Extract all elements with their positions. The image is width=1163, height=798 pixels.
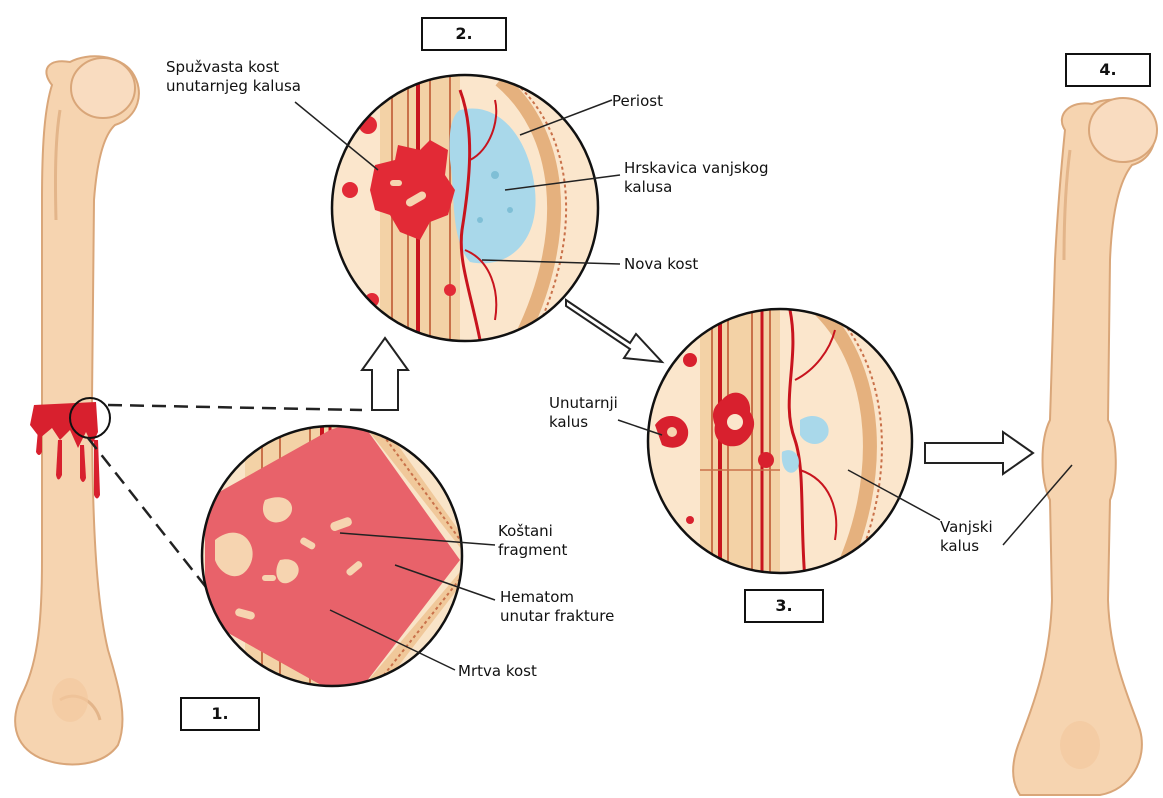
label-spongy-bone: Spužvasta kost unutarnjeg kalusa xyxy=(166,58,301,96)
step-3-box: 3. xyxy=(744,589,824,623)
arrow-3-to-4 xyxy=(925,432,1033,474)
label-external-callus: Vanjski kalus xyxy=(940,518,993,556)
label-periosteum: Periost xyxy=(612,92,663,111)
step-2-box: 2. xyxy=(421,17,507,51)
label-bone-fragment: Koštani fragment xyxy=(498,522,567,560)
stage3-detail xyxy=(640,300,925,585)
arrow-2-to-3 xyxy=(566,300,662,362)
healed-bone xyxy=(1013,98,1157,795)
stage1-detail xyxy=(200,420,480,690)
step-1-box: 1. xyxy=(180,697,260,731)
label-new-bone: Nova kost xyxy=(624,255,698,274)
fractured-bone xyxy=(15,56,139,764)
label-cartilage: Hrskavica vanjskog kalusa xyxy=(624,159,769,197)
label-dead-bone: Mrtva kost xyxy=(458,662,537,681)
arrow-1-to-2 xyxy=(362,338,408,410)
label-hematoma: Hematom unutar frakture xyxy=(500,588,614,626)
step-4-box: 4. xyxy=(1065,53,1151,87)
label-internal-callus: Unutarnji kalus xyxy=(549,394,618,432)
